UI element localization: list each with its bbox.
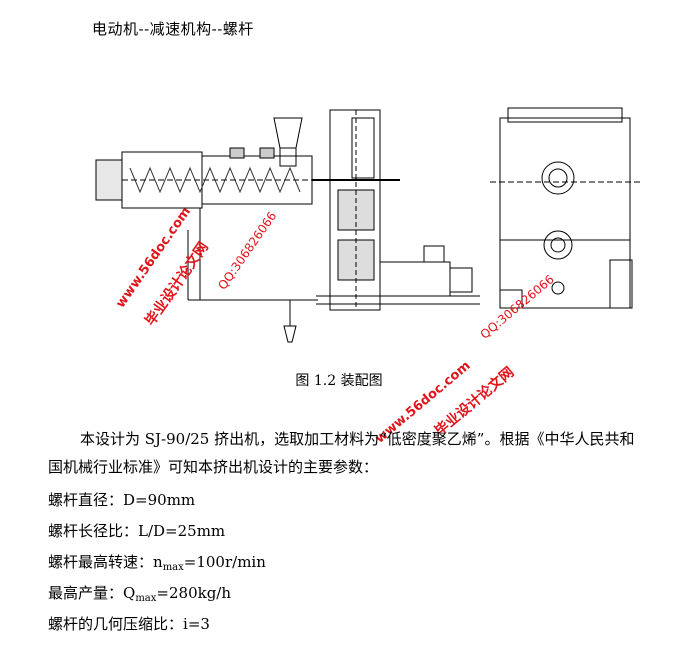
hook	[283, 300, 297, 343]
body-paragraph: 本设计为 SJ-90/25 挤出机，选取加工材料为“低密度聚乙烯”。根据《中华人…	[48, 430, 635, 476]
hopper	[273, 117, 303, 149]
screw-flights	[129, 166, 301, 194]
side-view	[499, 117, 631, 309]
param-screw-diameter: 螺杆直径：D=90mm	[48, 491, 196, 509]
section-heading: 电动机--减速机构--螺杆	[92, 20, 254, 38]
param-max-output: 最高产量：Qmax=280kg/h	[48, 584, 232, 604]
assembly-drawing-svg	[95, 107, 640, 343]
motor	[379, 261, 451, 297]
die-head	[95, 159, 123, 201]
parameter-list: 螺杆直径：D=90mm 螺杆长径比：L/D=25mm 螺杆最高转速：nmax=1…	[48, 485, 266, 640]
param-max-speed: 螺杆最高转速：nmax=100r/min	[48, 553, 266, 573]
side-bearing-top	[541, 161, 575, 195]
side-bearing-bottom	[543, 230, 573, 260]
gearbox	[329, 109, 381, 311]
param-length-diameter-ratio: 螺杆长径比：L/D=25mm	[48, 522, 226, 540]
assembly-drawing	[0, 90, 678, 380]
figure-caption: 图 1.2 装配图	[295, 373, 383, 389]
param-compression-ratio: 螺杆的几何压缩比：i=3	[48, 615, 210, 633]
